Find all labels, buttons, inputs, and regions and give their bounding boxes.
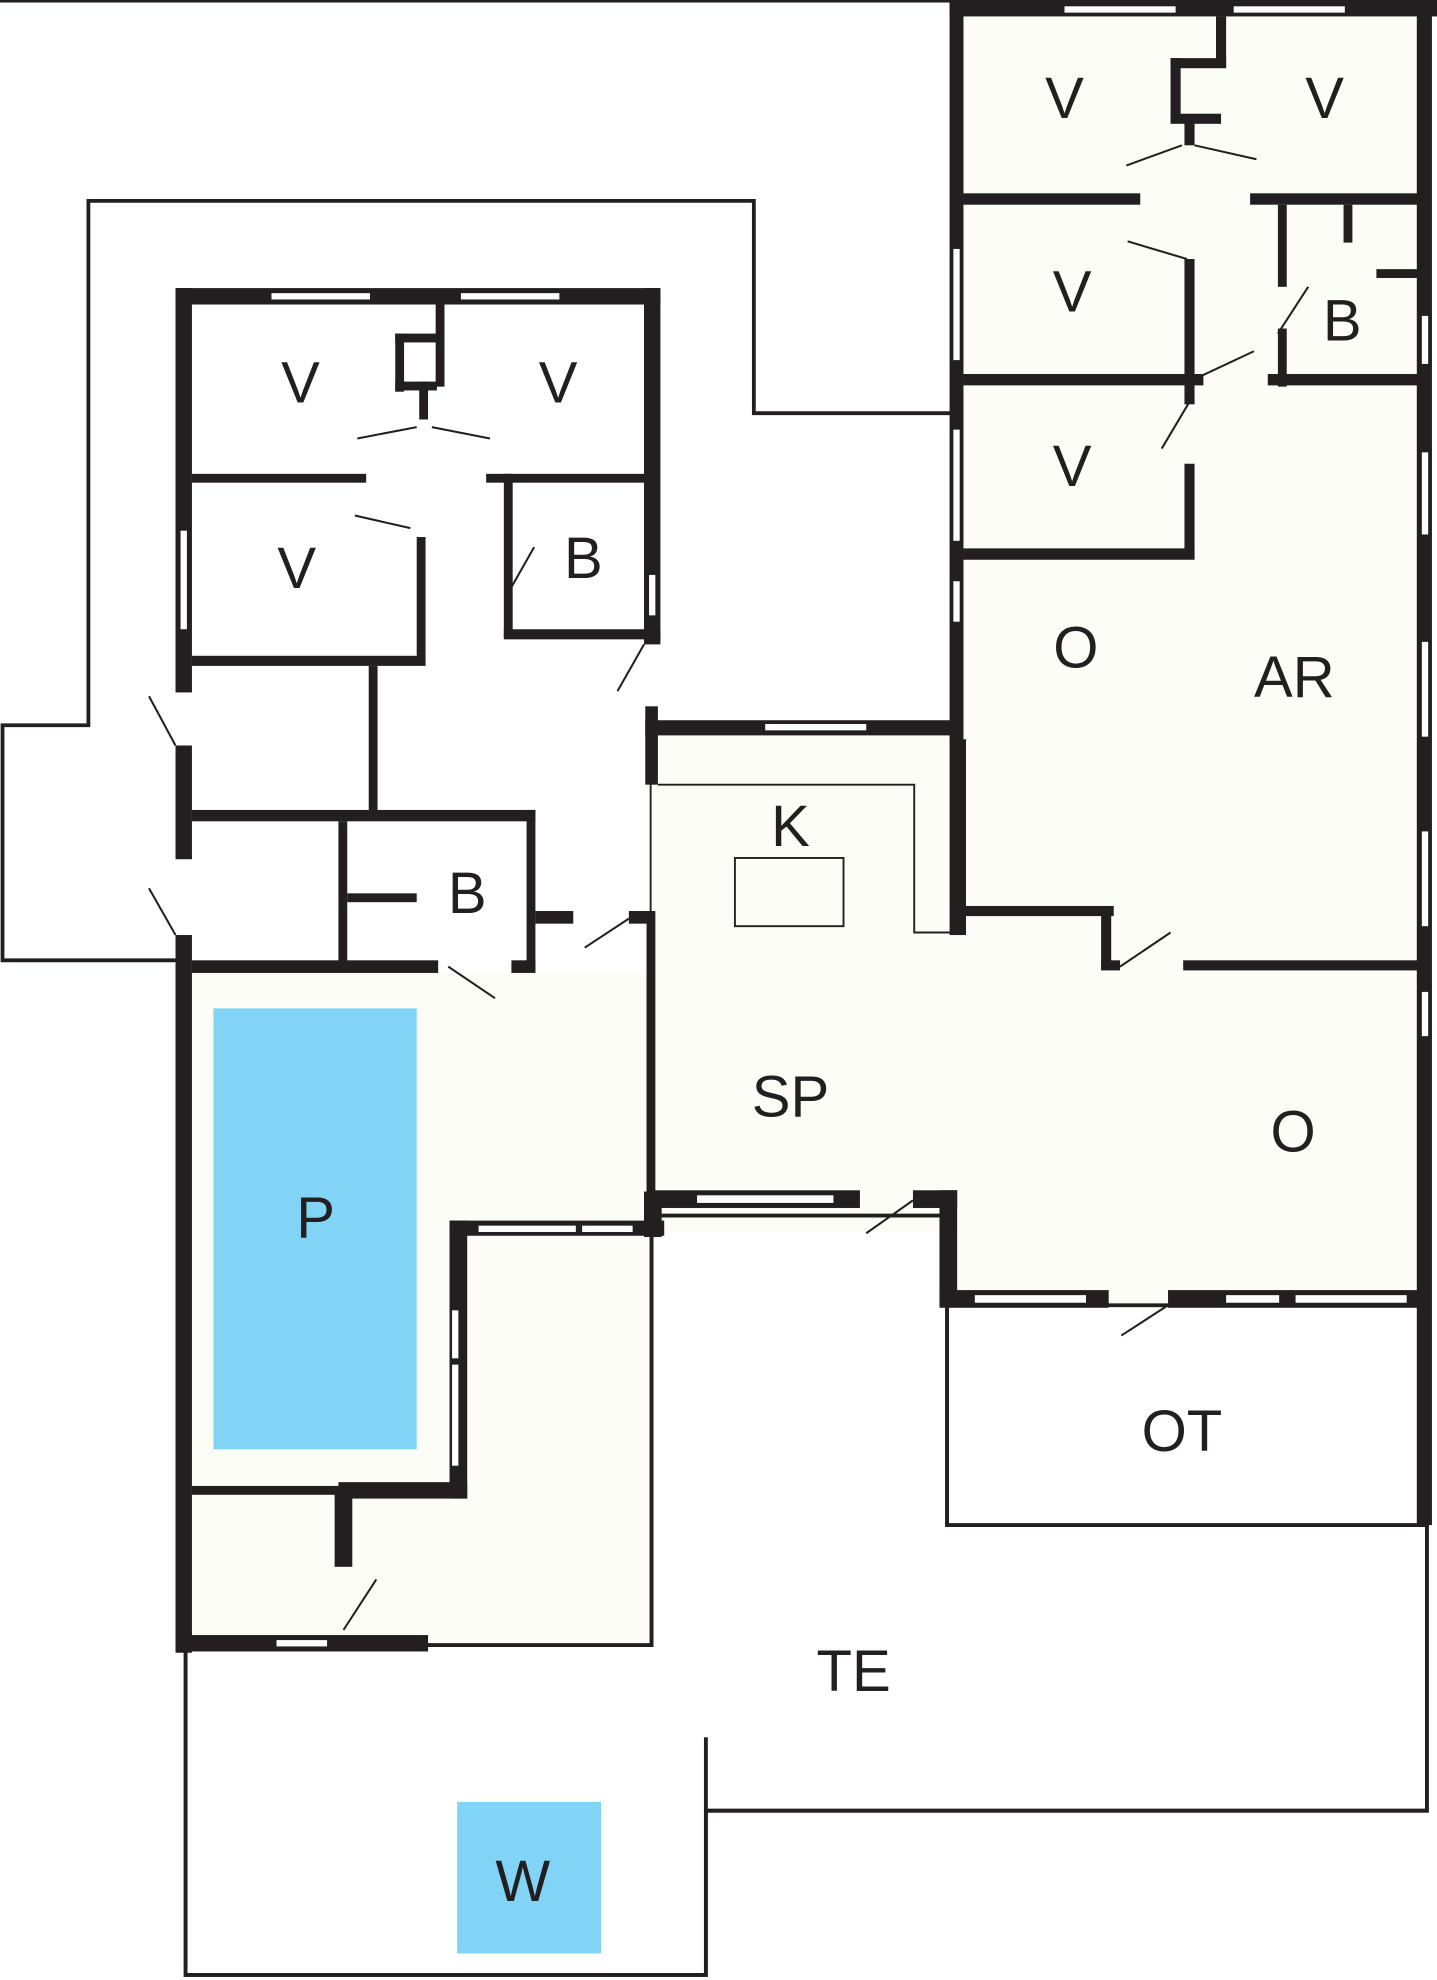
room-label-terrace: TE [817,1639,891,1704]
room-label-covered-terrace: OT [1142,1399,1223,1464]
room-label-bedroom: V [539,350,578,415]
room-label-activity-room: AR [1254,645,1335,710]
room-label-bedroom: V [1053,259,1092,324]
walls [175,0,1437,1653]
room-label-bathroom: B [564,526,603,591]
kitchen-counter [657,783,956,934]
outer-outline [0,10,1429,1977]
windows [180,6,1429,1647]
room-label-kitchen: K [771,794,810,859]
terrace-edge [705,1525,1429,1813]
room-label-pool: P [296,1186,335,1251]
room-label-whirlpool: W [495,1849,550,1914]
room-label-bathroom: B [448,861,487,926]
whirlpool-area [457,1801,602,1954]
room-label-bedroom: V [1053,434,1092,499]
room-label-bathroom: B [1323,288,1362,353]
top-border [0,0,1437,3]
room-label-bedroom: V [1045,66,1084,131]
room-labels: V V V B V V V V B B O AR K SP O P OT TE … [277,66,1361,1914]
kitchen-fixtures [657,783,956,934]
room-label-bedroom: V [277,536,316,601]
room-label-bedroom: V [1305,66,1344,131]
room-label-living: O [1270,1100,1315,1165]
door-swings [148,144,1310,1631]
kitchen-island [733,857,845,928]
whirlpool-deck-outline [183,1645,708,1977]
room-label-dining: SP [752,1064,829,1129]
room-label-bedroom: V [281,350,320,415]
pool-area [213,1008,417,1450]
room-label-living: O [1053,616,1098,681]
